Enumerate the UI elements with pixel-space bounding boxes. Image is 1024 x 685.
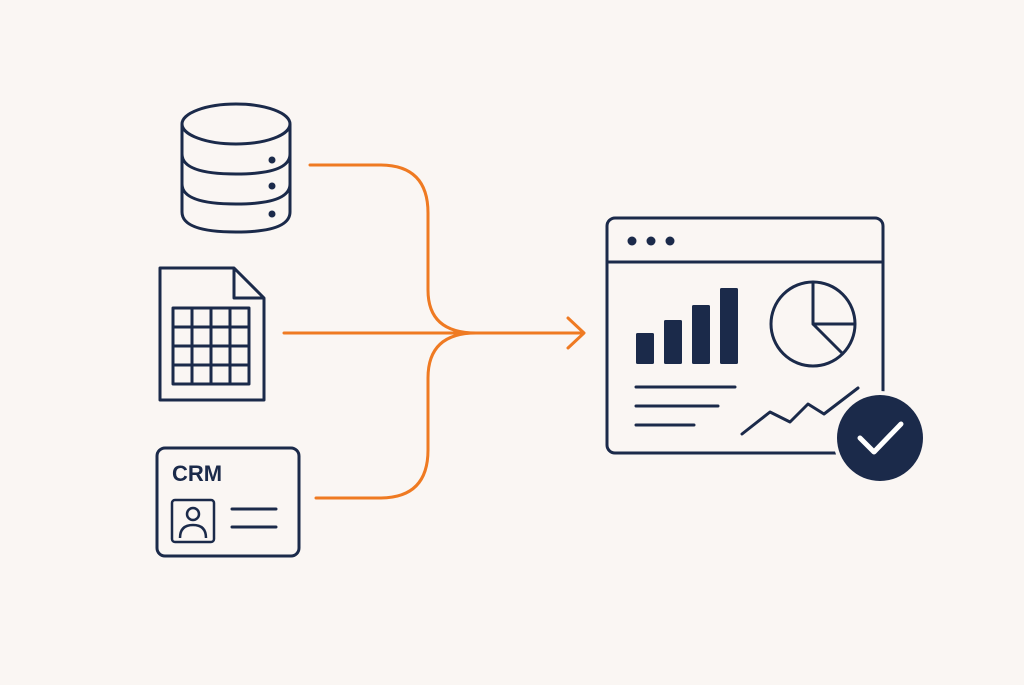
checkmark-badge-icon: [833, 391, 927, 485]
bar-chart-icon: [636, 288, 738, 364]
check-icon: [857, 421, 904, 455]
crm-card-icon: CRM: [155, 446, 301, 558]
connector-database: [308, 163, 478, 335]
text-lines: [634, 385, 737, 427]
connectors: [282, 163, 586, 500]
pie-chart-icon: [769, 280, 857, 368]
crm-label: CRM: [172, 461, 222, 486]
dashboard-window-icon: [605, 216, 885, 455]
database-icon: [180, 102, 292, 234]
window-control-dots: [627, 236, 675, 246]
contact-avatar-icon: [170, 498, 216, 544]
connector-crm: [314, 331, 478, 500]
spreadsheet-icon: [158, 266, 266, 402]
crm-detail-lines: [230, 507, 278, 529]
arrowhead-icon: [566, 316, 586, 350]
trend-line-icon: [740, 386, 860, 436]
